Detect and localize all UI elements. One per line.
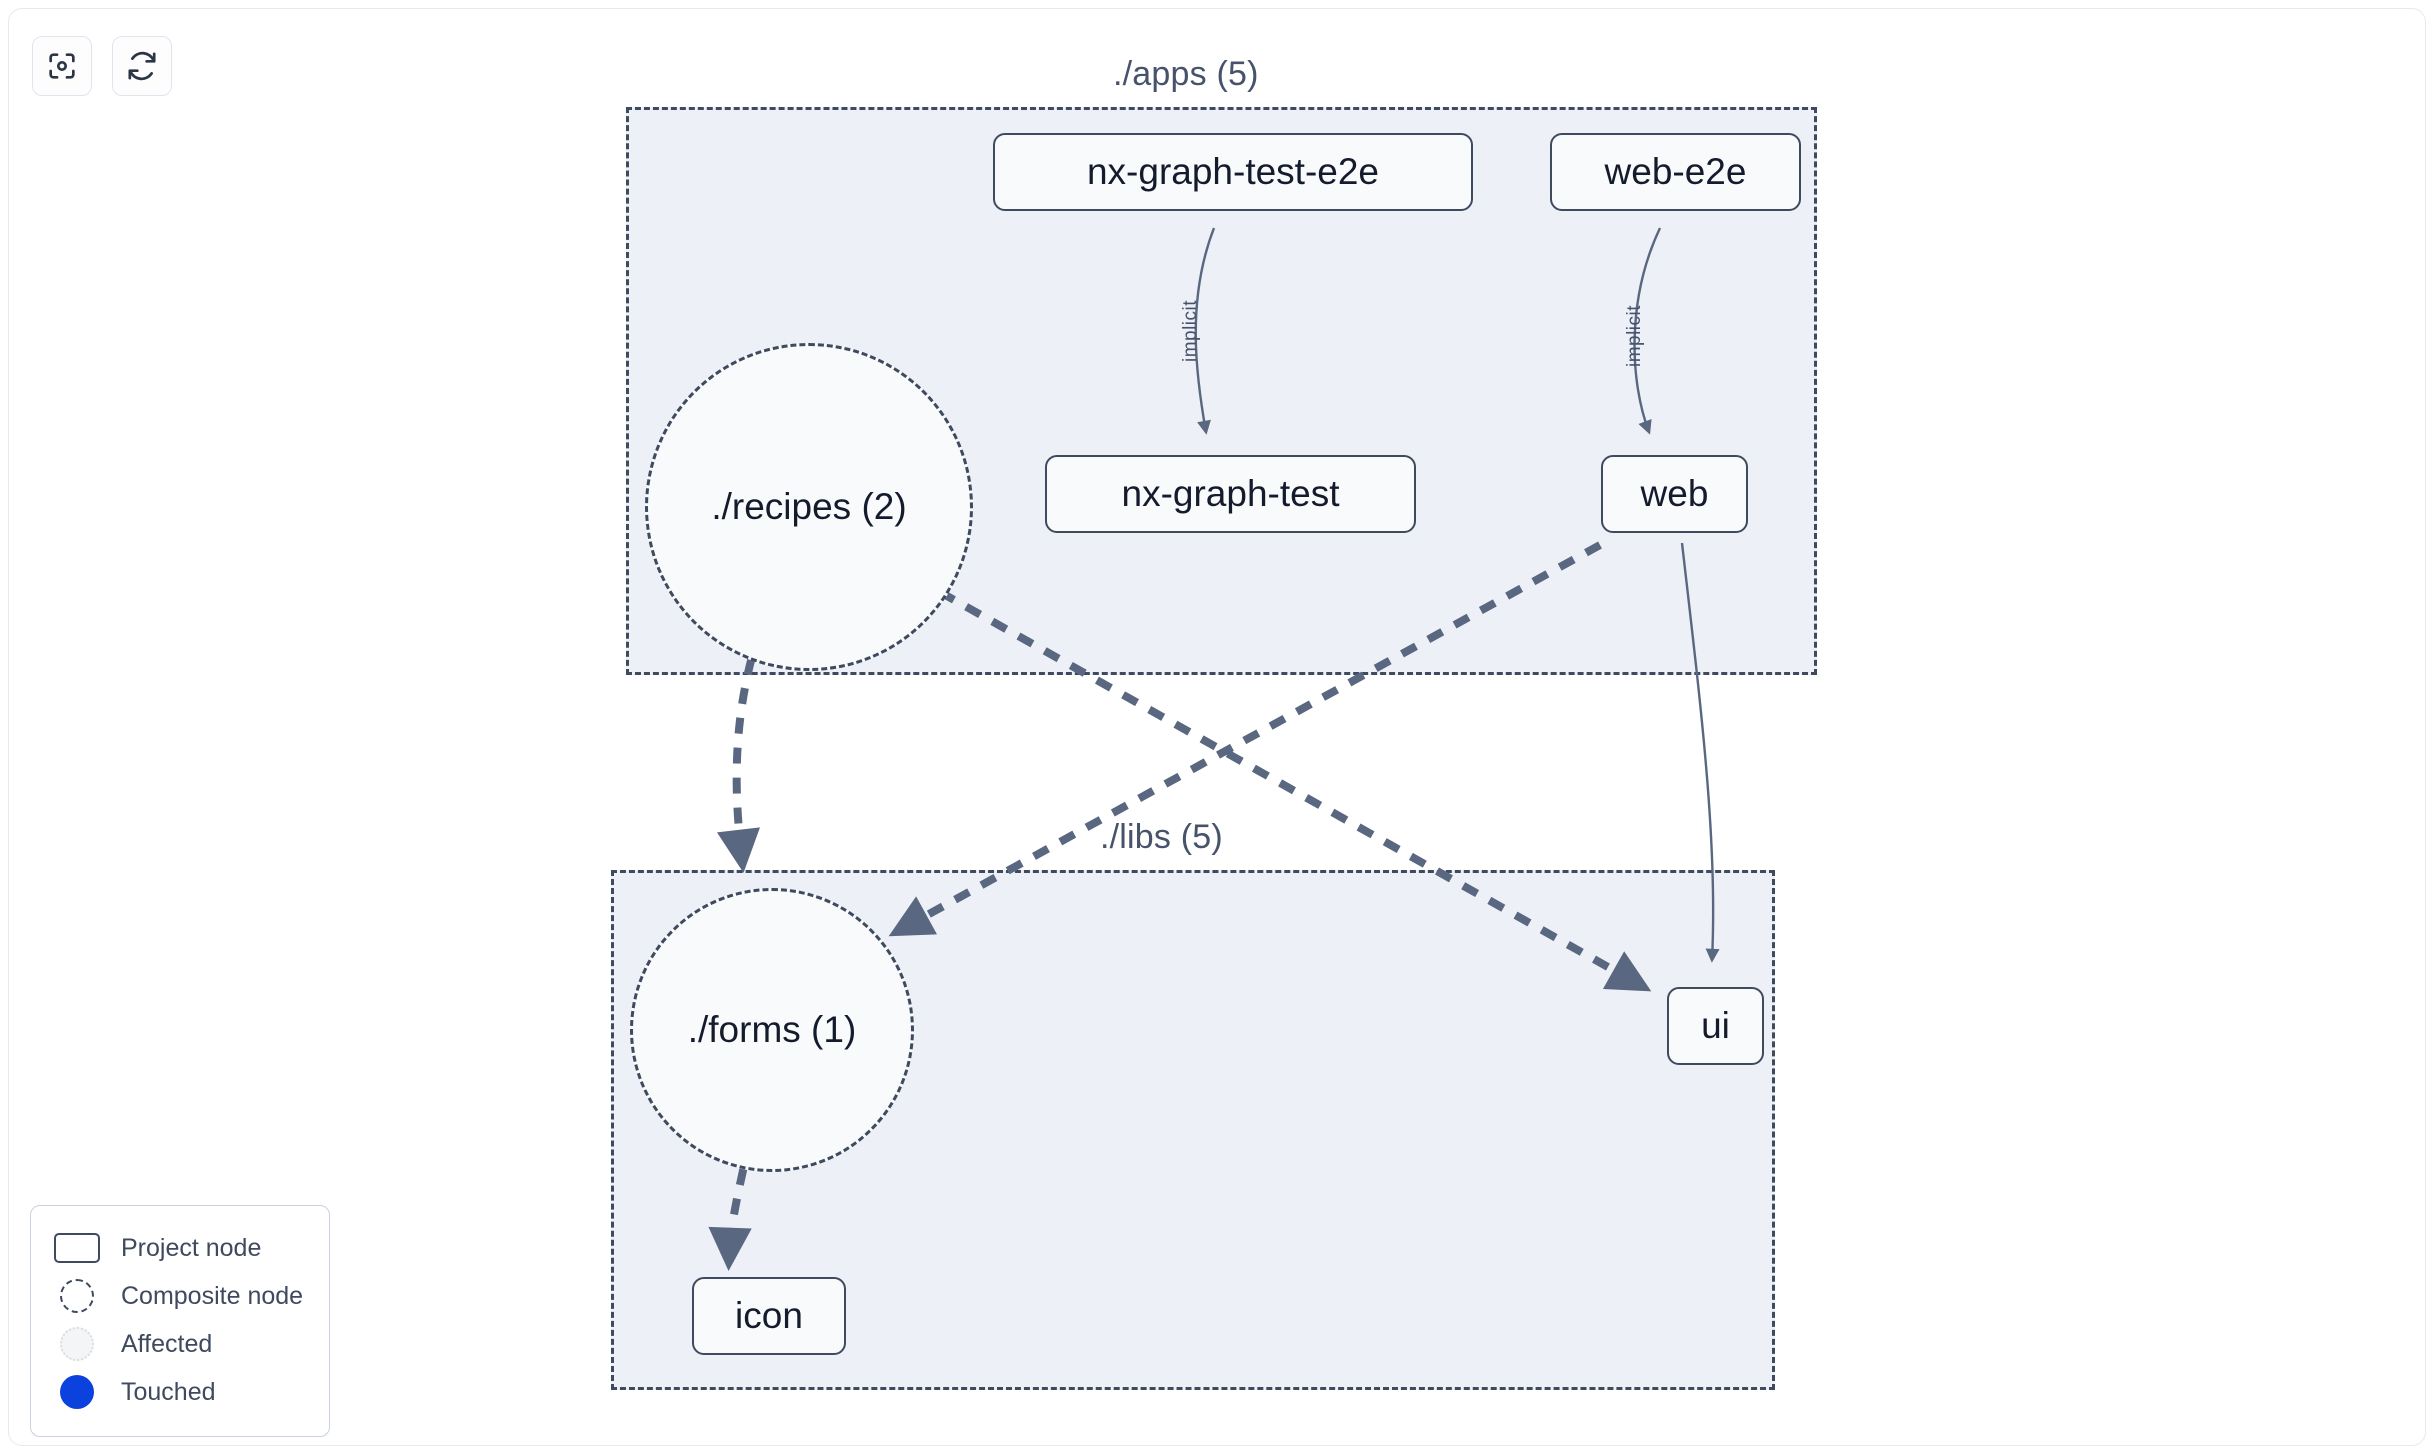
node-web[interactable]: web xyxy=(1601,455,1748,533)
node-label: nx-graph-test xyxy=(1121,473,1340,514)
node-label: web-e2e xyxy=(1604,151,1747,192)
legend-item-composite-node: Composite node xyxy=(53,1272,307,1320)
focus-target-icon xyxy=(45,49,79,83)
group-label-apps: ./apps (5) xyxy=(1113,55,1259,93)
edge-label-implicit-2: implicit xyxy=(1624,304,1646,368)
group-label-libs: ./libs (5) xyxy=(1100,818,1223,856)
node-label: ./forms (1) xyxy=(687,1009,857,1050)
legend-label: Affected xyxy=(121,1329,213,1358)
focus-graph-button[interactable] xyxy=(32,36,92,96)
touched-swatch xyxy=(53,1375,101,1409)
project-node-swatch xyxy=(53,1233,101,1263)
legend-label: Touched xyxy=(121,1377,216,1406)
node-recipes[interactable]: ./recipes (2) xyxy=(645,343,973,671)
legend-item-affected: Affected xyxy=(53,1320,307,1368)
node-nx-graph-test-e2e[interactable]: nx-graph-test-e2e xyxy=(993,133,1473,211)
legend-label: Project node xyxy=(121,1233,262,1262)
node-label: ui xyxy=(1701,1005,1730,1046)
graph-legend: Project node Composite node Affected Tou… xyxy=(30,1205,330,1437)
node-label: icon xyxy=(735,1295,803,1336)
node-ui[interactable]: ui xyxy=(1667,987,1764,1065)
legend-item-project-node: Project node xyxy=(53,1224,307,1272)
legend-label: Composite node xyxy=(121,1281,304,1310)
affected-swatch xyxy=(53,1327,101,1361)
node-icon[interactable]: icon xyxy=(692,1277,846,1355)
refresh-icon xyxy=(125,49,159,83)
node-label: ./recipes (2) xyxy=(711,486,907,527)
node-forms[interactable]: ./forms (1) xyxy=(630,888,914,1172)
node-nx-graph-test[interactable]: nx-graph-test xyxy=(1045,455,1416,533)
node-label: web xyxy=(1640,473,1709,514)
refresh-graph-button[interactable] xyxy=(112,36,172,96)
composite-node-swatch xyxy=(53,1279,101,1313)
graph-toolbar xyxy=(32,36,172,96)
node-label: nx-graph-test-e2e xyxy=(1086,151,1380,192)
edge-label-implicit-1: implicit xyxy=(1180,299,1202,363)
legend-item-touched: Touched xyxy=(53,1368,307,1416)
node-web-e2e[interactable]: web-e2e xyxy=(1550,133,1801,211)
